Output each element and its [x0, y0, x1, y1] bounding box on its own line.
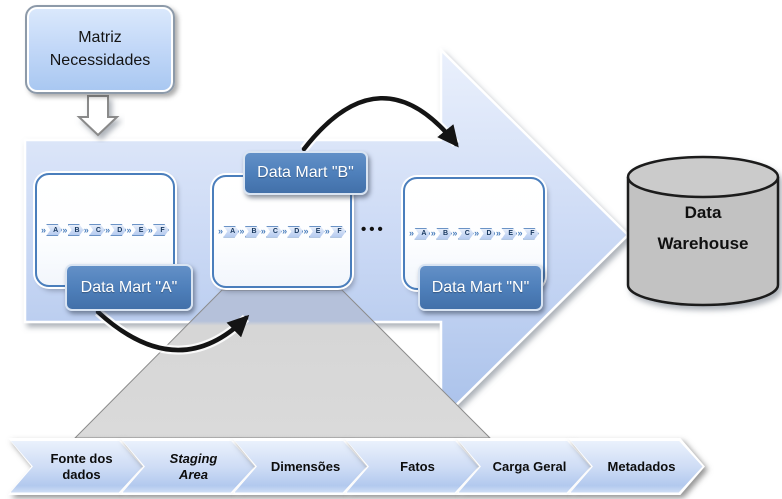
mini-step-arrow-icon: D	[110, 224, 127, 236]
curved-arrow-b-to-head	[300, 93, 460, 152]
strip-separator-icon: »	[517, 228, 523, 238]
strip-separator-icon: »	[474, 228, 480, 238]
stage-label: Fonte dos dados	[50, 450, 113, 482]
mini-step-arrow-icon: F	[522, 227, 539, 240]
strip-separator-icon: »	[62, 224, 68, 235]
mini-step-arrow-icon: E	[308, 225, 325, 238]
process-strip: » A » B » C	[218, 225, 346, 238]
stage-label: Fatos	[400, 458, 435, 474]
stage-label: Dimensões	[270, 458, 341, 474]
mini-step-arrow-icon: B	[244, 225, 261, 238]
strip-separator-icon: »	[105, 224, 111, 235]
stage-chevron: Carga Geral	[456, 438, 593, 495]
data-mart-n-label: Data Mart "N"	[418, 264, 543, 311]
ellipsis: •••	[361, 221, 386, 238]
stage-chevron: Fatos	[344, 438, 481, 495]
strip-separator-icon: »	[495, 228, 501, 238]
mini-step-arrow-icon: C	[457, 227, 474, 240]
matriz-necessidades-box: Matriz Necessidades	[25, 5, 175, 94]
mini-step-arrow-icon: D	[479, 227, 496, 240]
mini-step-arrow-icon: C	[265, 225, 282, 238]
data-mart-a-label: Data Mart "A"	[65, 264, 193, 311]
strip-separator-icon: »	[147, 224, 153, 235]
mini-step-arrow-icon: E	[501, 227, 518, 240]
mini-step-arrow-icon: A	[46, 224, 63, 236]
strip-separator-icon: »	[83, 224, 89, 235]
mini-step-arrow-icon: C	[88, 224, 105, 236]
process-strip: » A » B » C	[41, 224, 169, 236]
stage-label: Carga Geral	[492, 458, 567, 474]
strip-separator-icon: »	[452, 228, 458, 238]
strip-separator-icon: »	[303, 226, 309, 236]
strip-separator-icon: »	[239, 226, 245, 236]
stage-chevron: Metadados	[568, 438, 705, 495]
funnel	[73, 289, 492, 439]
mini-step-arrow-icon: A	[223, 225, 240, 238]
mini-step-arrow-icon: F	[329, 225, 346, 238]
data-mart-b-label: Data Mart "B"	[243, 151, 368, 195]
curved-arrow-a-to-funnel	[94, 308, 250, 355]
strip-separator-icon: »	[41, 224, 47, 235]
stage-chevron: Dimensões	[232, 438, 369, 495]
strip-separator-icon: »	[218, 226, 224, 236]
mini-step-arrow-icon: B	[436, 227, 453, 240]
stage-chevron: Fonte dos dados	[8, 438, 145, 495]
strip-separator-icon: »	[282, 226, 288, 236]
mini-step-arrow-icon: F	[152, 224, 169, 236]
mini-step-arrow-icon: A	[414, 227, 431, 240]
stage-label: Metadados	[607, 458, 676, 474]
strip-separator-icon: »	[409, 228, 415, 238]
strip-separator-icon: »	[126, 224, 132, 235]
process-strip: » A » B » C	[409, 227, 539, 240]
stage-label: Staging Area	[169, 450, 218, 482]
mini-step-arrow-icon: D	[287, 225, 304, 238]
data-warehouse-label: Data Warehouse	[657, 203, 749, 254]
strip-separator-icon: »	[324, 226, 330, 236]
stage-chevron: Staging Area	[120, 438, 257, 495]
strip-separator-icon: »	[260, 226, 266, 236]
mini-step-arrow-icon: B	[67, 224, 84, 236]
down-arrow	[76, 95, 120, 137]
mini-step-arrow-icon: E	[131, 224, 148, 236]
strip-separator-icon: »	[430, 228, 436, 238]
